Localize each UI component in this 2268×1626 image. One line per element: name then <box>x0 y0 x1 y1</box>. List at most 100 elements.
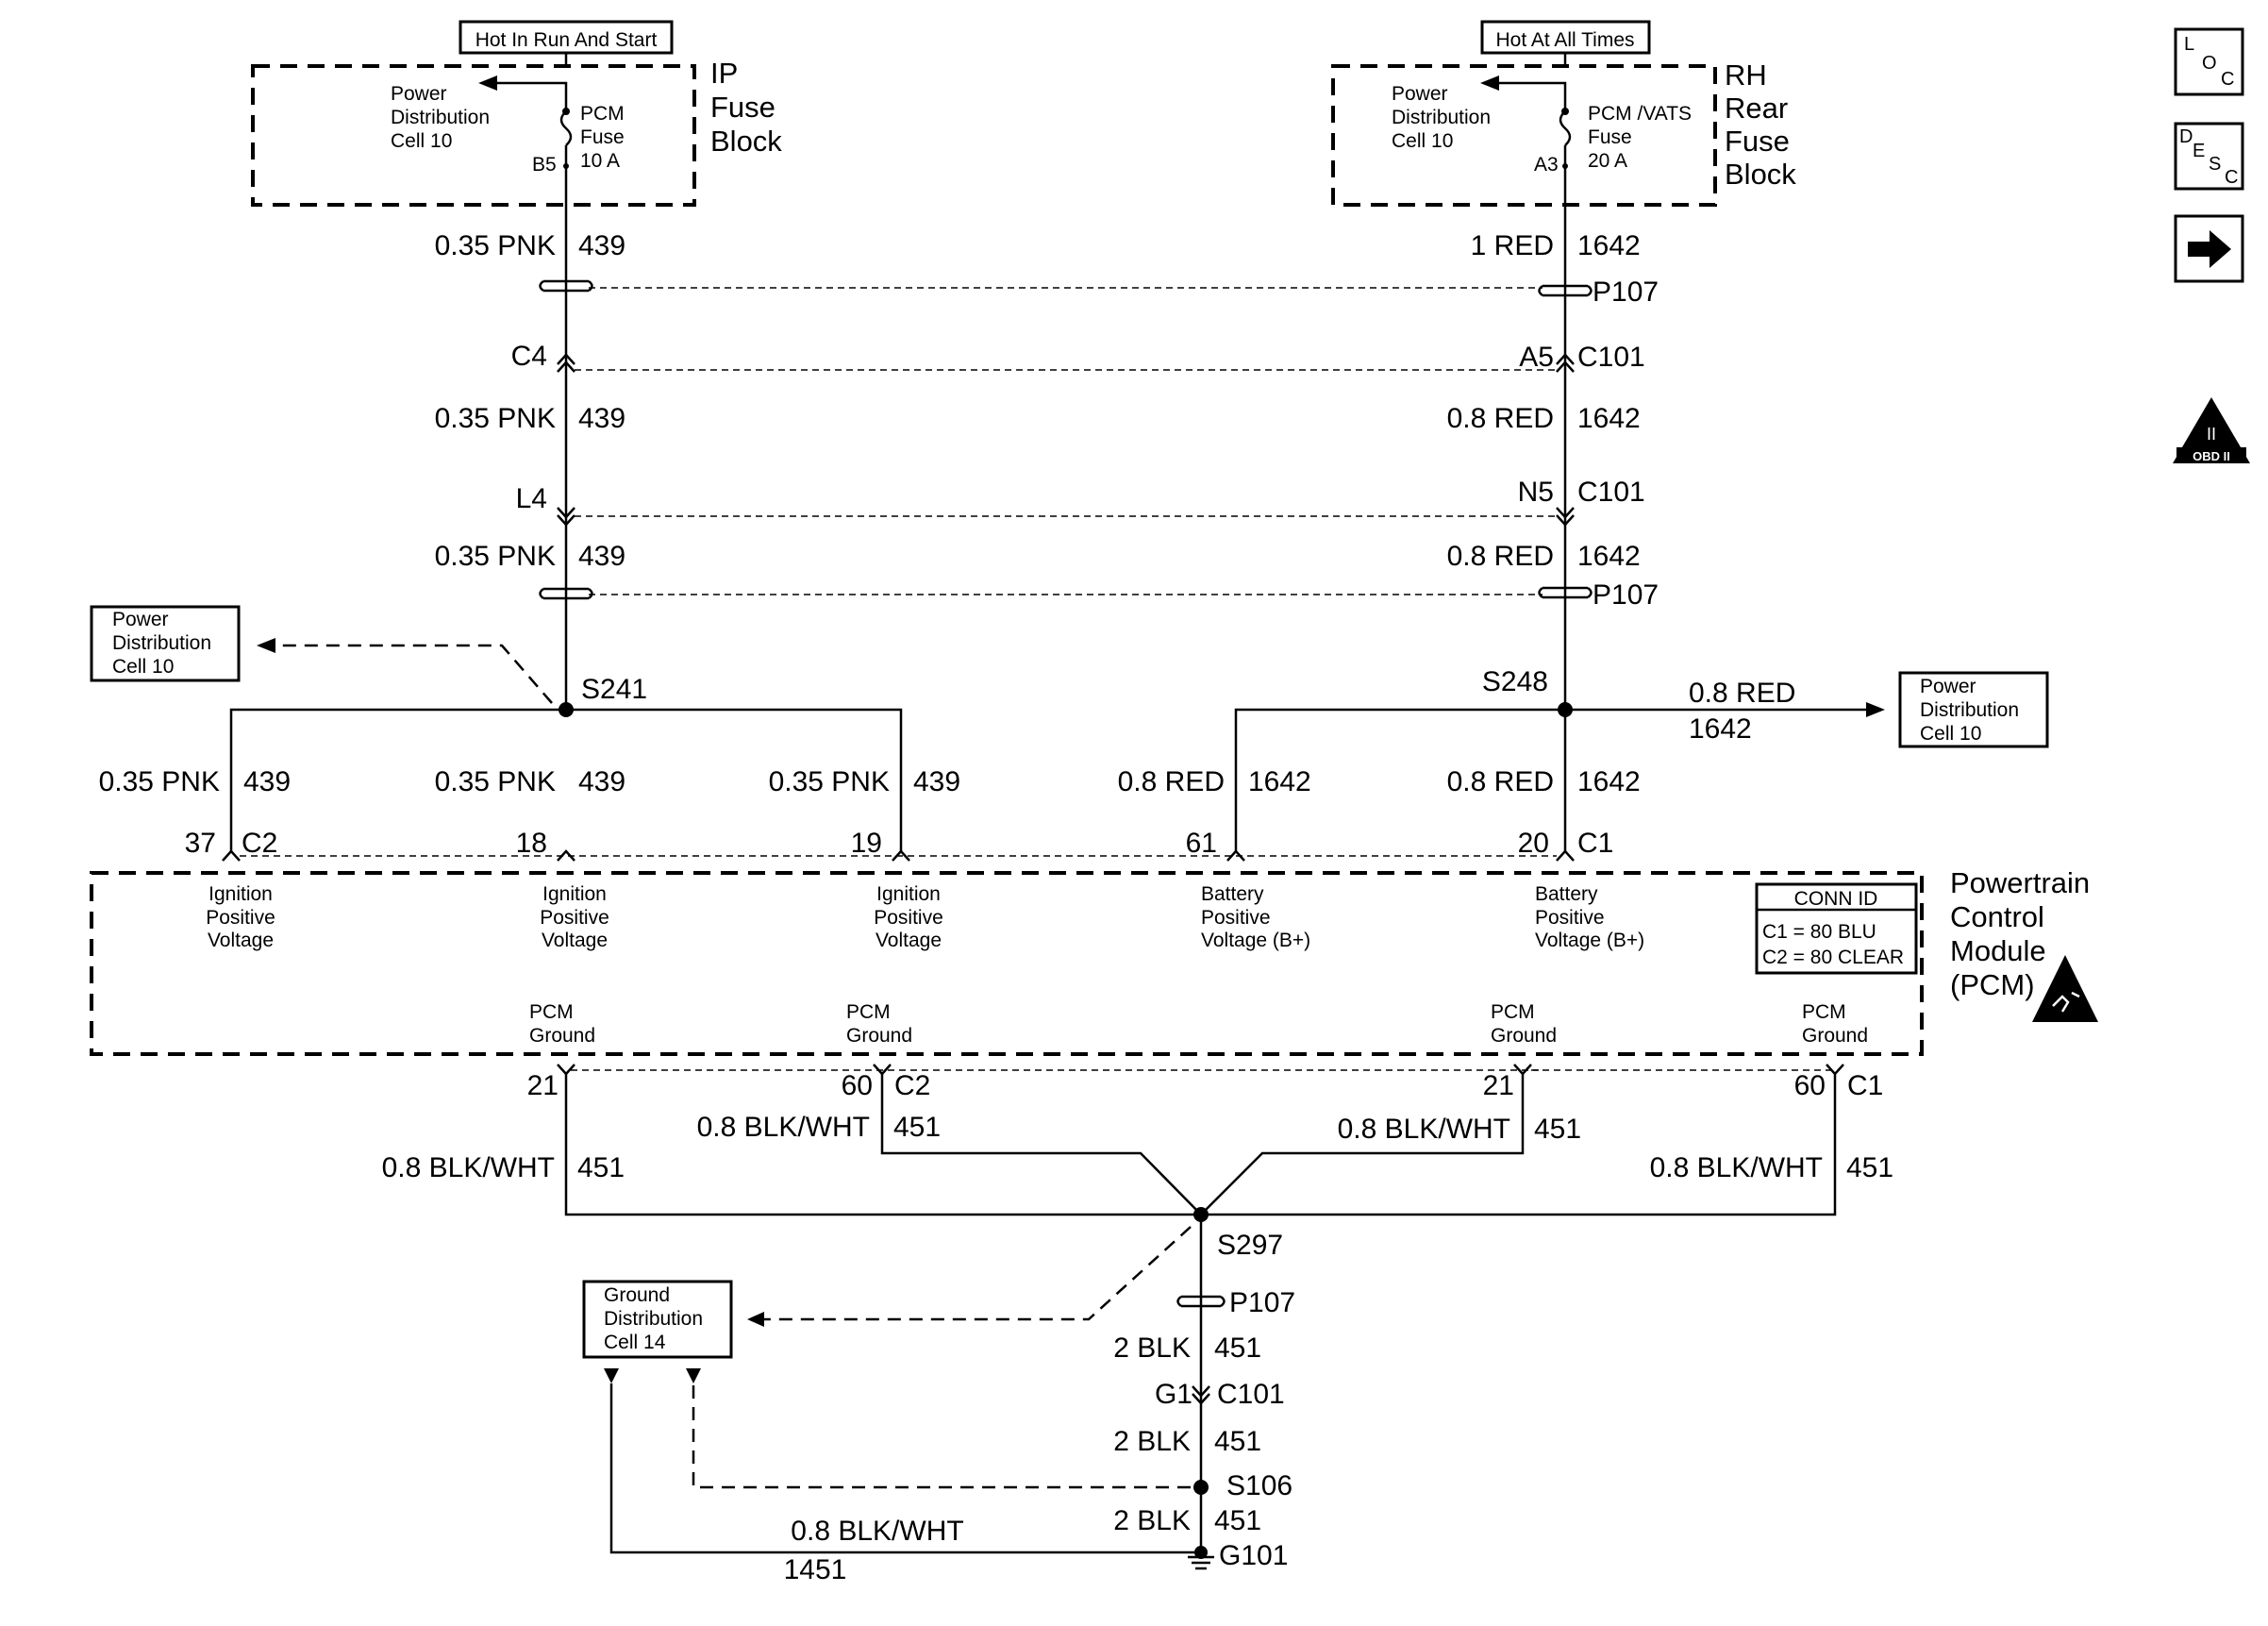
left-wire1: 0.35 PNK <box>435 230 556 261</box>
gnd-pin-2: 21 <box>1483 1070 1514 1101</box>
left-circuit2: 439 <box>578 403 625 434</box>
esd-warning-icon <box>2032 955 2098 1022</box>
right-pin-n5: N5 <box>1518 477 1554 508</box>
svg-text:PCM: PCM <box>1491 1001 1535 1023</box>
conn-id-box <box>1755 882 1918 975</box>
right-arrow-icon <box>2188 230 2231 268</box>
svg-text:Ground: Ground <box>846 1025 912 1047</box>
pcm-ground-label-2: PCM Ground <box>1491 1001 1557 1047</box>
gp-circuit2: 451 <box>1214 1426 1261 1457</box>
splice-s241: S241 <box>581 674 647 705</box>
ground-g101-icon <box>1188 1555 1214 1570</box>
right-wire1: 1 RED <box>1471 230 1554 261</box>
s106-dashed-link <box>692 1385 1194 1489</box>
pd-left-1: Power <box>112 609 169 630</box>
svg-text:Ignition: Ignition <box>208 883 273 905</box>
loc-button[interactable]: L O C <box>2174 27 2244 96</box>
gp-pin-g1: G1 <box>1155 1379 1192 1410</box>
left-p107-mid-symbol <box>539 587 593 600</box>
next-button[interactable] <box>2174 214 2244 283</box>
gw2-circuit: 451 <box>1534 1114 1581 1145</box>
ground-wire-1 <box>880 1074 1202 1215</box>
tr-fuse-3: 20 A <box>1588 150 1627 172</box>
pcm-input-desc-4: Battery Positive Voltage (B+) <box>1535 883 1644 951</box>
obd-ii-icon: II OBD II <box>2173 397 2250 463</box>
svg-text:E: E <box>2193 141 2205 161</box>
in2-pin: 19 <box>851 828 882 859</box>
right-p107-mid-symbol <box>1538 586 1593 599</box>
gw1-circuit: 451 <box>893 1112 941 1143</box>
right-p107-top-symbol <box>1538 284 1593 297</box>
in0-circuit: 439 <box>243 766 291 797</box>
right-branch-wire: 0.8 RED <box>1689 678 1795 709</box>
g1-connector-icon <box>1192 1385 1210 1405</box>
right-conn-n5: C101 <box>1577 477 1645 508</box>
svg-text:OBD II: OBD II <box>2193 449 2230 463</box>
tr-fuse-2: Fuse <box>1588 126 1632 148</box>
left-c4-connector-icon <box>557 353 575 373</box>
in1-pin: 18 <box>516 828 547 859</box>
conn-id-title: CONN ID <box>1794 888 1878 910</box>
tr-fuse-pin: A3 <box>1534 154 1559 176</box>
splice-s297: S297 <box>1217 1230 1283 1261</box>
power-dist-right-box <box>1898 671 2049 748</box>
gnd-conn-3: C1 <box>1847 1070 1883 1101</box>
gw2-wire: 0.8 BLK/WHT <box>1338 1114 1510 1145</box>
svg-text:Ground: Ground <box>1802 1025 1868 1047</box>
in3-circuit: 1642 <box>1248 766 1311 797</box>
in0-conn: C2 <box>242 828 277 859</box>
svg-text:PCM: PCM <box>1802 1001 1846 1023</box>
left-l4-connector-icon <box>557 507 575 527</box>
svg-text:L: L <box>2184 34 2194 55</box>
desc-button[interactable]: D E S C <box>2174 122 2244 191</box>
svg-text:PCM: PCM <box>846 1001 891 1023</box>
ground-wire-0 <box>564 1074 1201 1216</box>
ground-wire-2 <box>1200 1074 1525 1215</box>
pcm-input-desc-1: Ignition Positive Voltage <box>540 883 609 951</box>
splice-s106: S106 <box>1226 1470 1292 1501</box>
gd-3: Cell 14 <box>604 1332 666 1353</box>
tl-cell-1: Power <box>391 83 447 105</box>
ip-fuse-block-name-1: IP <box>710 57 738 90</box>
gp-side-wire: 0.8 BLK/WHT <box>791 1516 963 1547</box>
right-bus <box>1234 708 1565 851</box>
pcm-input-desc-2: Ignition Positive Voltage <box>874 883 943 951</box>
svg-text:Positive: Positive <box>874 907 943 929</box>
right-p107-top: P107 <box>1593 277 1659 308</box>
pd-left-2: Distribution <box>112 632 211 654</box>
right-pin-a5: A5 <box>1519 342 1554 373</box>
left-circuit1: 439 <box>578 230 625 261</box>
right-p107-mid: P107 <box>1593 579 1659 611</box>
in0-wire: 0.35 PNK <box>99 766 220 797</box>
tl-cell-3: Cell 10 <box>391 130 452 152</box>
gd-2: Distribution <box>604 1308 703 1330</box>
right-a5-connector-icon <box>1556 353 1575 373</box>
svg-text:(PCM): (PCM) <box>1950 968 2035 1001</box>
gp-circuit1: 451 <box>1214 1333 1261 1364</box>
pcm-input-desc-3: Battery Positive Voltage (B+) <box>1201 883 1310 951</box>
svg-text:Control: Control <box>1950 900 2044 933</box>
tl-fuse-3: 10 A <box>580 150 620 172</box>
svg-text:Battery: Battery <box>1535 883 1598 905</box>
svg-text:Positive: Positive <box>1201 907 1271 929</box>
rh-rear-fuse-block <box>1331 64 1717 207</box>
right-branch-circuit: 1642 <box>1689 713 1752 745</box>
ground-dist-box <box>582 1280 733 1359</box>
svg-text:Powertrain: Powertrain <box>1950 866 2090 899</box>
gd-link-arrow-icon <box>747 1312 764 1327</box>
gp-wire2: 2 BLK <box>1113 1426 1191 1457</box>
ip-fuse-block-name-2: Fuse <box>710 91 775 124</box>
tl-cell-2: Distribution <box>391 107 490 128</box>
pcm-module <box>90 871 1924 1056</box>
ground-g101: G101 <box>1219 1540 1288 1571</box>
in2-circuit: 439 <box>913 766 960 797</box>
tl-arrow-icon <box>478 75 497 91</box>
rh-block-name-2: Rear <box>1725 92 1788 125</box>
right-wire2: 0.8 RED <box>1447 403 1554 434</box>
hot-in-run-label: Hot In Run And Start <box>475 29 658 51</box>
gp-conn-g1: C101 <box>1217 1379 1285 1410</box>
tr-cell-2: Distribution <box>1392 107 1491 128</box>
left-pd-arrow-icon <box>257 638 275 653</box>
rh-block-name-4: Block <box>1725 158 1796 191</box>
